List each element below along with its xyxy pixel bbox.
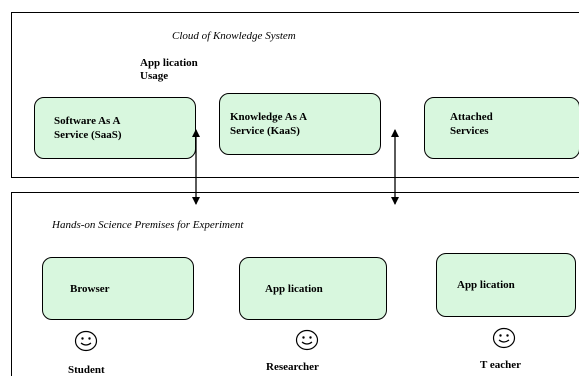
saas-label-line1: Software As A (54, 115, 121, 127)
kaas-label-line2: Service (KaaS) (230, 125, 300, 137)
application-usage-label: App lication Usage (140, 57, 198, 83)
student-smiley-face-icon (74, 330, 98, 352)
kaas-node: Knowledge As A Service (KaaS) (219, 93, 381, 155)
browser-node: Browser (42, 257, 194, 320)
saas-node: Software As A Service (SaaS) (34, 97, 196, 159)
teacher-label: T eacher (480, 359, 522, 371)
researcher-application-label: App lication (265, 282, 323, 295)
premises-layer-panel: Hands-on Science Premises for Experiment… (11, 192, 579, 376)
attached-label-line2: Services (450, 125, 489, 137)
researcher-label: Researcher (266, 361, 319, 373)
researcher-smiley-face-icon (295, 329, 319, 351)
cloud-layer-title: Cloud of Knowledge System (172, 30, 296, 42)
student-label: Student (68, 364, 105, 376)
usage-label-line1: App lication (140, 57, 198, 69)
teacher-application-label: App lication (457, 279, 515, 291)
attached-label-line1: Attached (450, 111, 493, 123)
teacher-smiley-face-icon (492, 327, 516, 349)
cloud-layer-panel: Cloud of Knowledge System App lication U… (11, 12, 579, 178)
premises-layer-title: Hands-on Science Premises for Experiment (52, 219, 244, 231)
usage-label-line2: Usage (140, 70, 169, 82)
researcher-application-node: App lication (239, 257, 387, 320)
kaas-label-line1: Knowledge As A (230, 111, 308, 123)
browser-label: Browser (70, 282, 110, 295)
teacher-application-node: App lication (436, 253, 576, 317)
saas-label-line2: Service (SaaS) (54, 129, 122, 141)
attached-services-node: Attached Services (424, 97, 579, 159)
